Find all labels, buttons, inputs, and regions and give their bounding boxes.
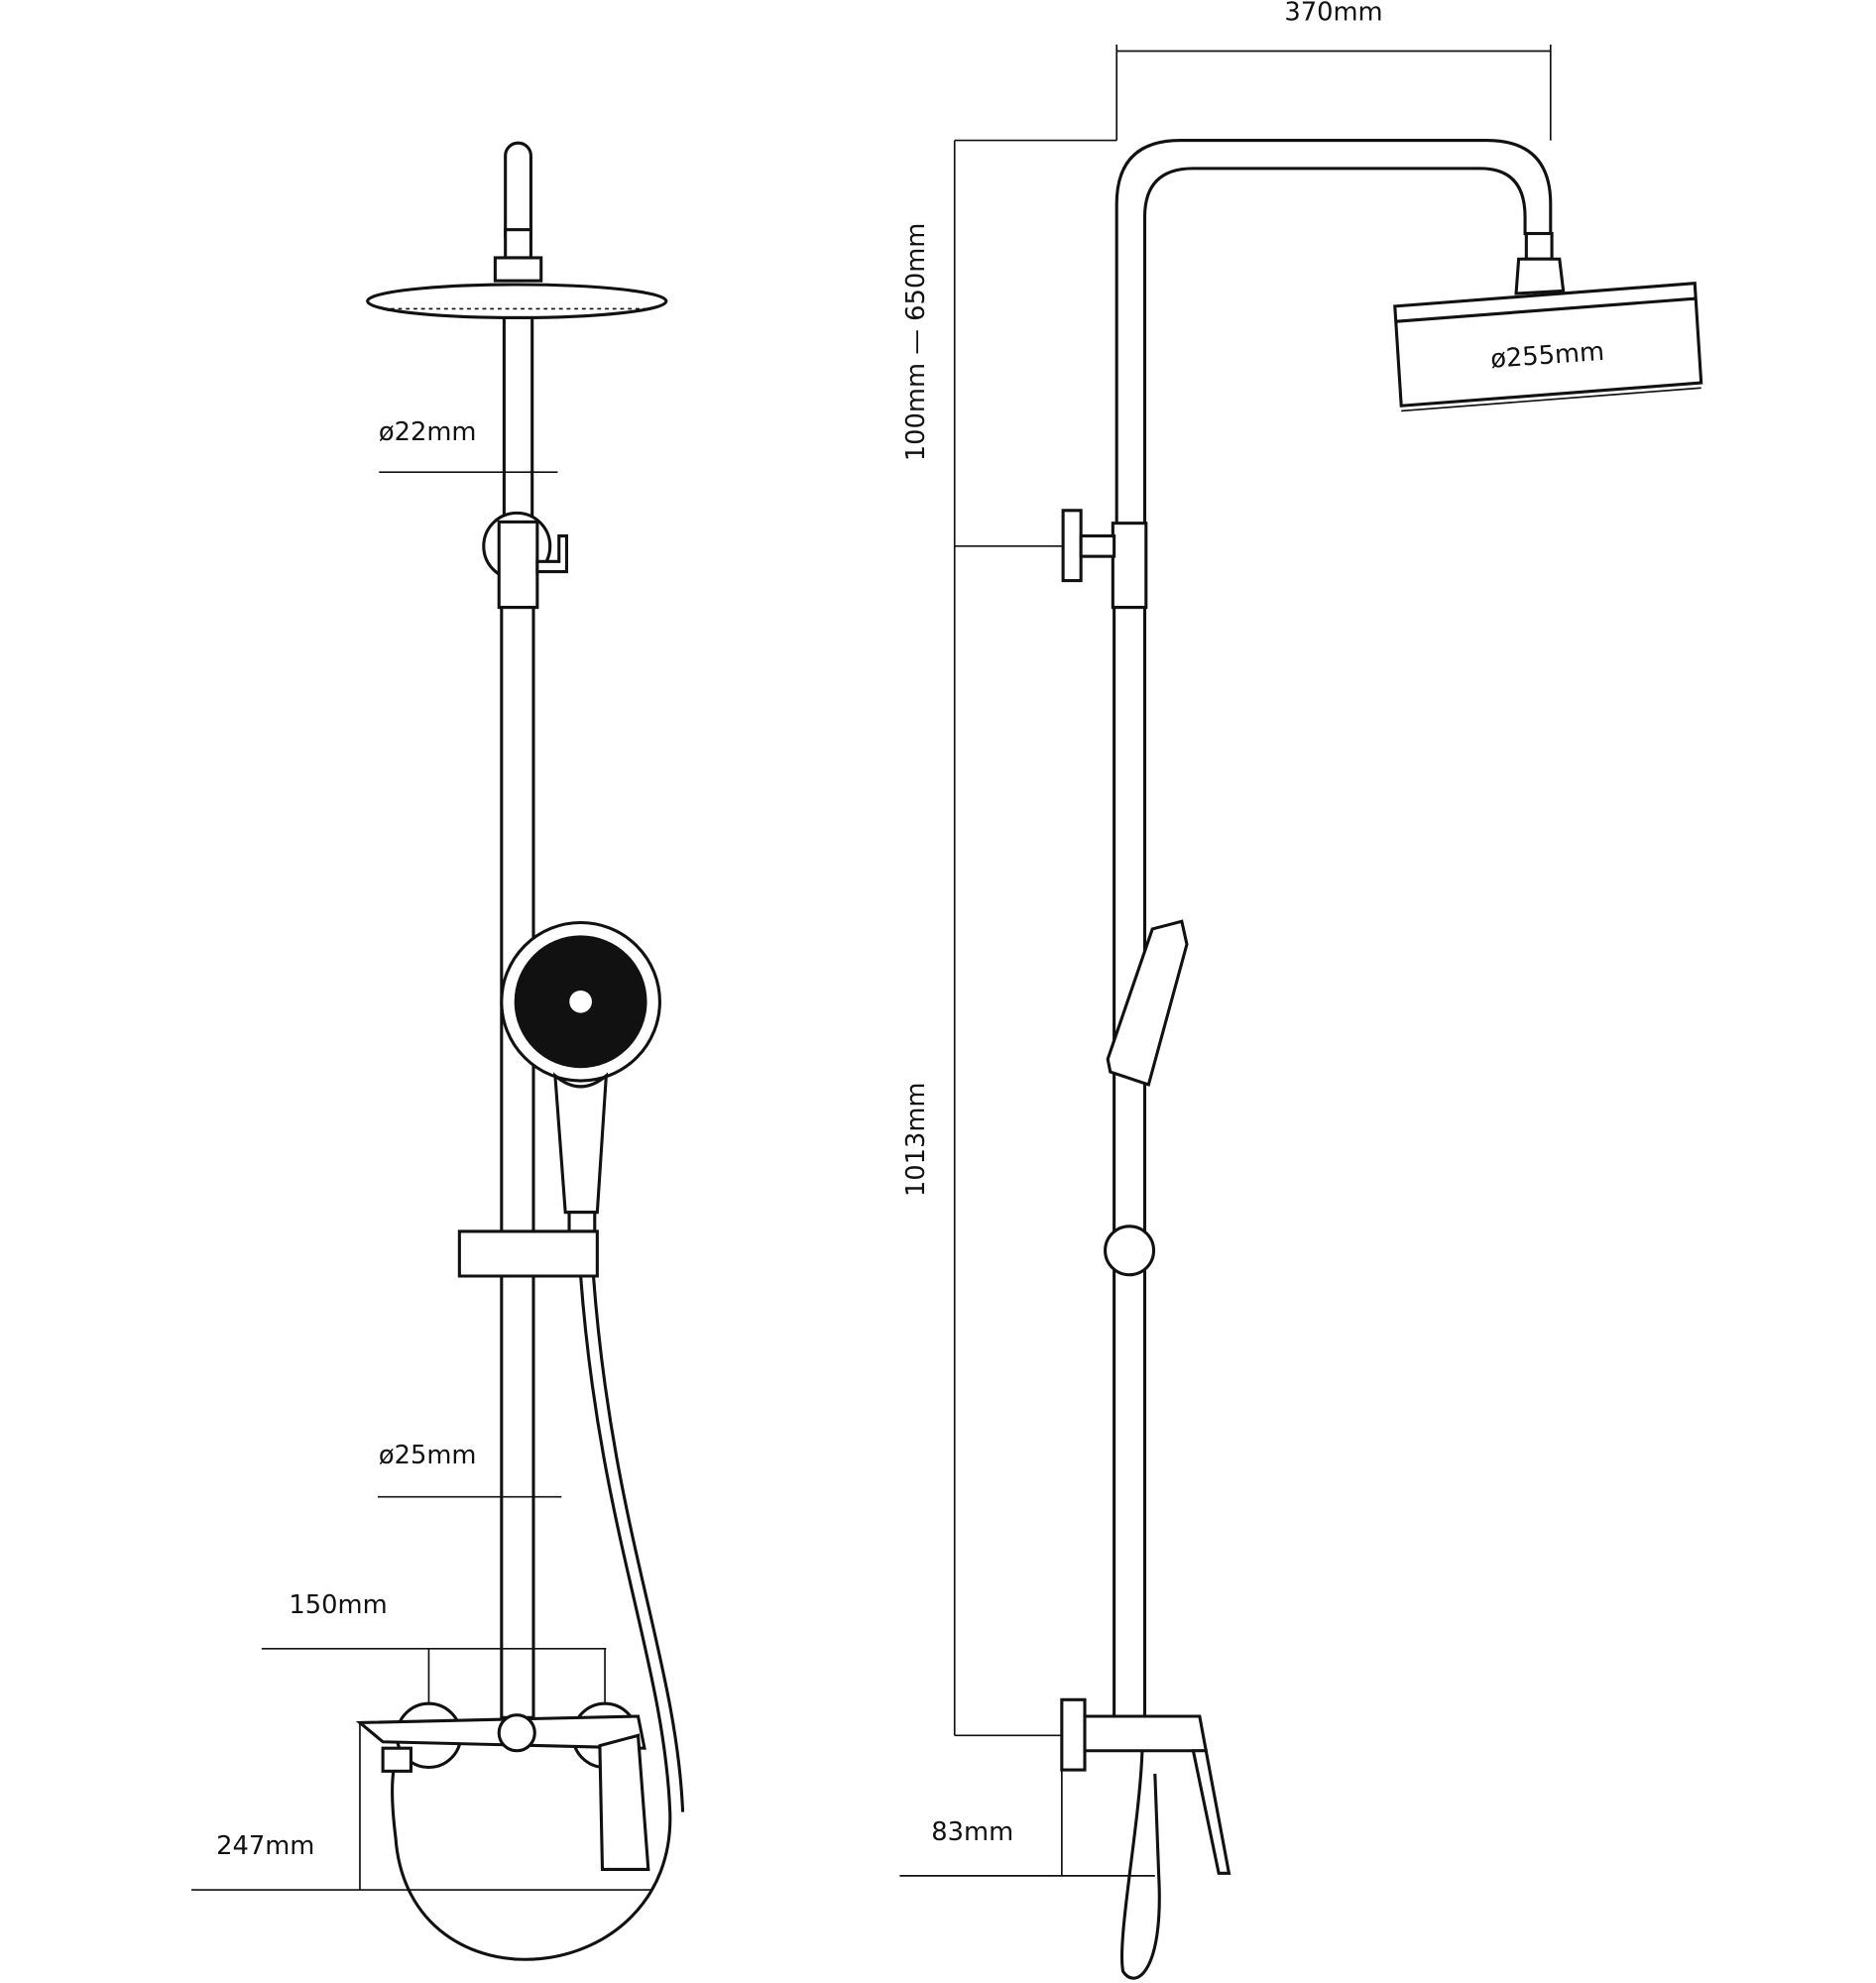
- front-hose-nut: [381, 1746, 412, 1773]
- label-pipe-upper-diameter: ø22mm: [379, 417, 477, 447]
- front-hand-shower-connector: [567, 1211, 597, 1233]
- label-arm-reach: 370mm: [1284, 0, 1382, 28]
- front-diverter-knob: [535, 533, 569, 574]
- front-hose-inner: [591, 1275, 685, 1812]
- side-hand-shower: [1106, 919, 1189, 1087]
- side-rain-head-face: [1394, 296, 1696, 323]
- side-dimensions: 370mm ø255mm 100mm — 650mm 1013mm 83mm: [899, 0, 1701, 1877]
- front-slide-holder: [457, 1229, 599, 1278]
- side-diverter-body: [1111, 522, 1148, 610]
- side-mixer-body: [1083, 1714, 1209, 1753]
- front-mixer-center: [497, 1713, 536, 1753]
- label-wall-distance: 83mm: [931, 1817, 1013, 1847]
- label-inlet-spacing: 150mm: [289, 1590, 387, 1620]
- front-view: [355, 141, 685, 1961]
- side-bracket-arm: [1079, 533, 1116, 558]
- front-dimensions: ø22mm ø25mm 150mm 247mm: [191, 417, 651, 1891]
- side-view: [1060, 139, 1703, 1980]
- front-lower-pipe: [500, 606, 535, 1719]
- dim-line-head-diameter: [1401, 387, 1701, 412]
- front-diverter-body: [497, 520, 539, 610]
- label-spout-reach: 247mm: [216, 1831, 314, 1861]
- side-rain-head: [1393, 282, 1703, 408]
- front-head-connector: [504, 228, 532, 260]
- front-head-mount: [493, 256, 543, 283]
- label-adjustable-height: 100mm — 650mm: [901, 223, 931, 462]
- side-wall-bracket: [1061, 509, 1083, 583]
- front-mixer-lever: [598, 1733, 650, 1872]
- label-mixer-to-bracket: 1013mm: [901, 1082, 931, 1197]
- label-pipe-lower-diameter: ø25mm: [379, 1441, 477, 1470]
- side-mixer-wall-plate: [1060, 1697, 1087, 1772]
- side-slide-holder: [1104, 1225, 1156, 1277]
- front-upper-pipe: [502, 315, 534, 524]
- front-rain-head: [366, 283, 668, 320]
- front-hand-shower-handle: [553, 1072, 609, 1215]
- side-head-connector: [1524, 231, 1554, 261]
- side-hose: [1119, 1750, 1161, 1980]
- front-hose: [391, 1275, 672, 1961]
- front-hand-shower-center: [566, 987, 596, 1016]
- front-top-riser: [504, 141, 532, 238]
- side-shower-arm: [1114, 139, 1553, 524]
- side-lower-pipe: [1113, 606, 1147, 1719]
- side-mixer-lever: [1191, 1749, 1231, 1875]
- side-head-mount: [1514, 257, 1566, 295]
